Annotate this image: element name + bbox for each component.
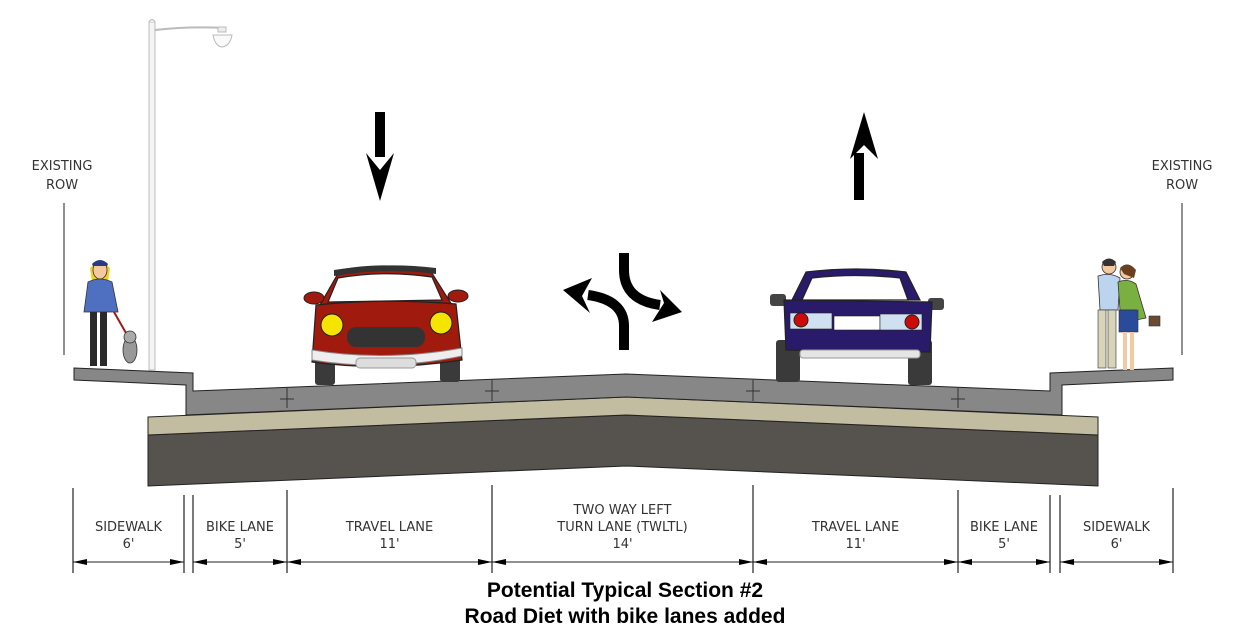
row-label-right-1: EXISTING (1152, 159, 1213, 174)
row-label-left-1: EXISTING (32, 159, 93, 174)
pedestrian-couple-icon (1097, 258, 1161, 370)
title-line-1: Potential Typical Section #2 (487, 579, 763, 602)
segment-label-twltl: TURN LANE (TWLTL) (556, 520, 687, 535)
left-turn-arrowhead-icon (563, 278, 592, 313)
dimension-arrowhead (73, 559, 87, 565)
dimension-arrowhead (193, 559, 207, 565)
segment-width-bike-lane-left: 5' (234, 537, 246, 552)
blue-car-icon (770, 268, 944, 385)
dimension-arrowhead (1060, 559, 1074, 565)
right-turn-arrowhead-icon (652, 290, 682, 322)
segment-label-sidewalk-right: SIDEWALK (1083, 520, 1151, 535)
row-label-right-2: ROW (1166, 178, 1198, 193)
dimension-lines (72, 485, 1174, 573)
segment-label-travel-lane-left: TRAVEL LANE (345, 520, 433, 535)
pavement-layer (73, 367, 1174, 416)
row-label-left-2: ROW (46, 178, 78, 193)
lane-joints (280, 380, 965, 408)
dimension-arrowhead (478, 559, 492, 565)
segment-label-twltl: TWO WAY LEFT (573, 503, 672, 518)
segment-label-sidewalk-left: SIDEWALK (95, 520, 163, 535)
segment-width-twltl: 14' (612, 537, 632, 552)
segment-label-travel-lane-right: TRAVEL LANE (811, 520, 899, 535)
dimension-arrowhead (273, 559, 287, 565)
red-car-icon (303, 265, 469, 385)
segment-width-sidewalk-right: 6' (1111, 537, 1123, 552)
segment-width-bike-lane-right: 5' (998, 537, 1010, 552)
dimension-arrowhead (1036, 559, 1050, 565)
dimension-arrowhead (753, 559, 767, 565)
dimension-arrowhead (170, 559, 184, 565)
segment-labels: SIDEWALK 6' BIKE LANE 5' TRAVEL LANE 11' TWO W… (95, 503, 1151, 552)
dimension-arrowhead (739, 559, 753, 565)
dimension-arrowhead (492, 559, 506, 565)
two-way-turn-arrows-icon (587, 253, 661, 350)
pedestrian-with-dog-icon (83, 260, 138, 366)
dimension-arrowhead (287, 559, 301, 565)
segment-width-sidewalk-left: 6' (123, 537, 135, 552)
street-light-icon (148, 19, 233, 371)
dimension-arrowhead (1159, 559, 1173, 565)
southbound-arrow-icon (366, 112, 394, 201)
dimension-arrowhead (958, 559, 972, 565)
segment-label-bike-lane-right: BIKE LANE (970, 520, 1038, 535)
dimension-arrowhead (944, 559, 958, 565)
segment-width-travel-lane-right: 11' (845, 537, 865, 552)
title-line-2: Road Diet with bike lanes added (465, 605, 786, 628)
northbound-arrow-icon (850, 112, 878, 200)
segment-label-bike-lane-left: BIKE LANE (206, 520, 274, 535)
segment-width-travel-lane-left: 11' (379, 537, 399, 552)
